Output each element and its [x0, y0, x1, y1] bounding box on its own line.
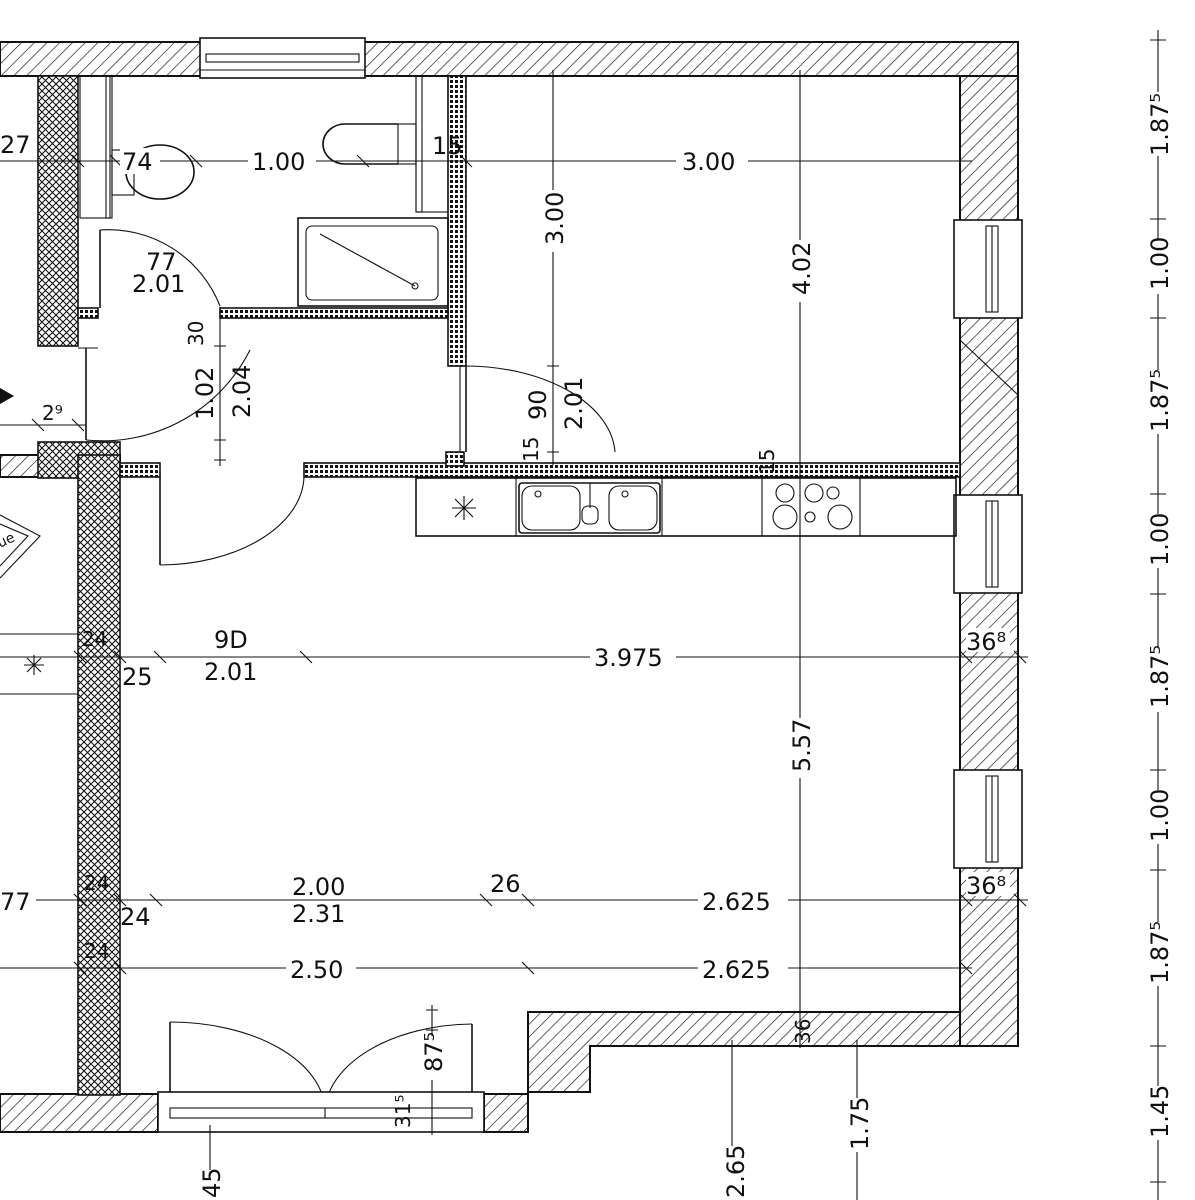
dim-29: 2⁹	[42, 401, 63, 425]
dim-2-625-a: 2.625	[702, 888, 771, 916]
dim-15-right: 15	[755, 449, 779, 474]
window-1	[953, 219, 1023, 319]
left-edge	[0, 388, 78, 695]
kitchen-counter	[415, 477, 957, 537]
dim-87: 87⁵	[420, 1032, 448, 1072]
right-dim-6: 1.00	[1146, 789, 1174, 842]
dim-2-31: 2.31	[292, 900, 345, 928]
stair-diamond	[0, 514, 41, 579]
door-77-height: 2.01	[132, 270, 185, 298]
dim-24-b: 24	[84, 871, 109, 895]
washbasin-icon	[322, 123, 417, 165]
dim-74: 74	[122, 148, 153, 176]
dim-3-975: 3.975	[594, 644, 663, 672]
dim-2-625-b: 2.625	[702, 956, 771, 984]
window-3	[953, 769, 1023, 869]
dim-5-57: 5.57	[788, 719, 816, 772]
top-window	[199, 37, 366, 79]
dim-1-02: 1.02	[191, 367, 219, 420]
doors	[78, 229, 616, 1133]
dim-15-top: 15	[432, 132, 463, 160]
dim-2-00: 2.00	[292, 873, 345, 901]
dim-3-00-h: 3.00	[682, 148, 735, 176]
dim-45: 45	[198, 1167, 226, 1198]
right-dim-8: 1.45	[1146, 1085, 1174, 1138]
dim-24-d: 24	[84, 939, 109, 963]
dim-3-00-v: 3.00	[541, 192, 569, 245]
dim-77: 77	[0, 888, 31, 916]
shower-icon	[297, 217, 449, 307]
dim-24-c: 24	[120, 903, 151, 931]
cooktop-icon	[772, 483, 853, 530]
dim-24-a: 24	[82, 627, 107, 651]
sink-icon	[518, 482, 661, 534]
door-90-height: 2.01	[560, 377, 588, 430]
dim-4-02: 4.02	[788, 242, 816, 295]
fridge-icon	[452, 496, 476, 520]
right-dim-1: 1.87⁵	[1146, 93, 1174, 156]
right-windows	[953, 219, 1023, 869]
right-dim-7: 1.87⁵	[1146, 921, 1174, 984]
dim-30: 30	[184, 321, 208, 346]
right-dim-4: 1.00	[1146, 513, 1174, 566]
door-9d-height: 2.01	[204, 658, 257, 686]
dim-2-50: 2.50	[290, 956, 343, 984]
door-90-label: 90	[524, 389, 552, 420]
dim-2-04: 2.04	[228, 365, 256, 418]
door-9d-label: 9D	[214, 626, 248, 654]
dim-1-75: 1.75	[846, 1097, 874, 1150]
dim-26: 26	[490, 870, 521, 898]
stair-label: ue	[0, 530, 18, 552]
window-2	[953, 494, 1023, 594]
right-dim-2: 1.00	[1146, 237, 1174, 290]
dim-25: 25	[122, 663, 153, 691]
door-77-label: 77	[146, 248, 177, 276]
right-dim-3: 1.87⁵	[1146, 369, 1174, 432]
right-dim-5: 1.87⁵	[1146, 645, 1174, 708]
dim-36-a: 36⁸	[966, 628, 1006, 656]
interior-walls	[37, 75, 961, 1096]
dim-27: 27	[0, 131, 31, 159]
dim-1-00-wc: 1.00	[252, 148, 305, 176]
dim-36-bottom: 36	[791, 1019, 815, 1044]
dim-31: 31⁵	[391, 1095, 415, 1128]
dimension-lines	[0, 30, 1166, 1200]
dim-2-65: 2.65	[722, 1145, 750, 1198]
dim-15-mid: 15	[519, 437, 543, 462]
dimension-labels: 27 74 1.00 15 3.00 3.00 4.02 77 2.01 30 …	[0, 92, 1174, 1200]
dim-36-b: 36⁸	[966, 872, 1006, 900]
